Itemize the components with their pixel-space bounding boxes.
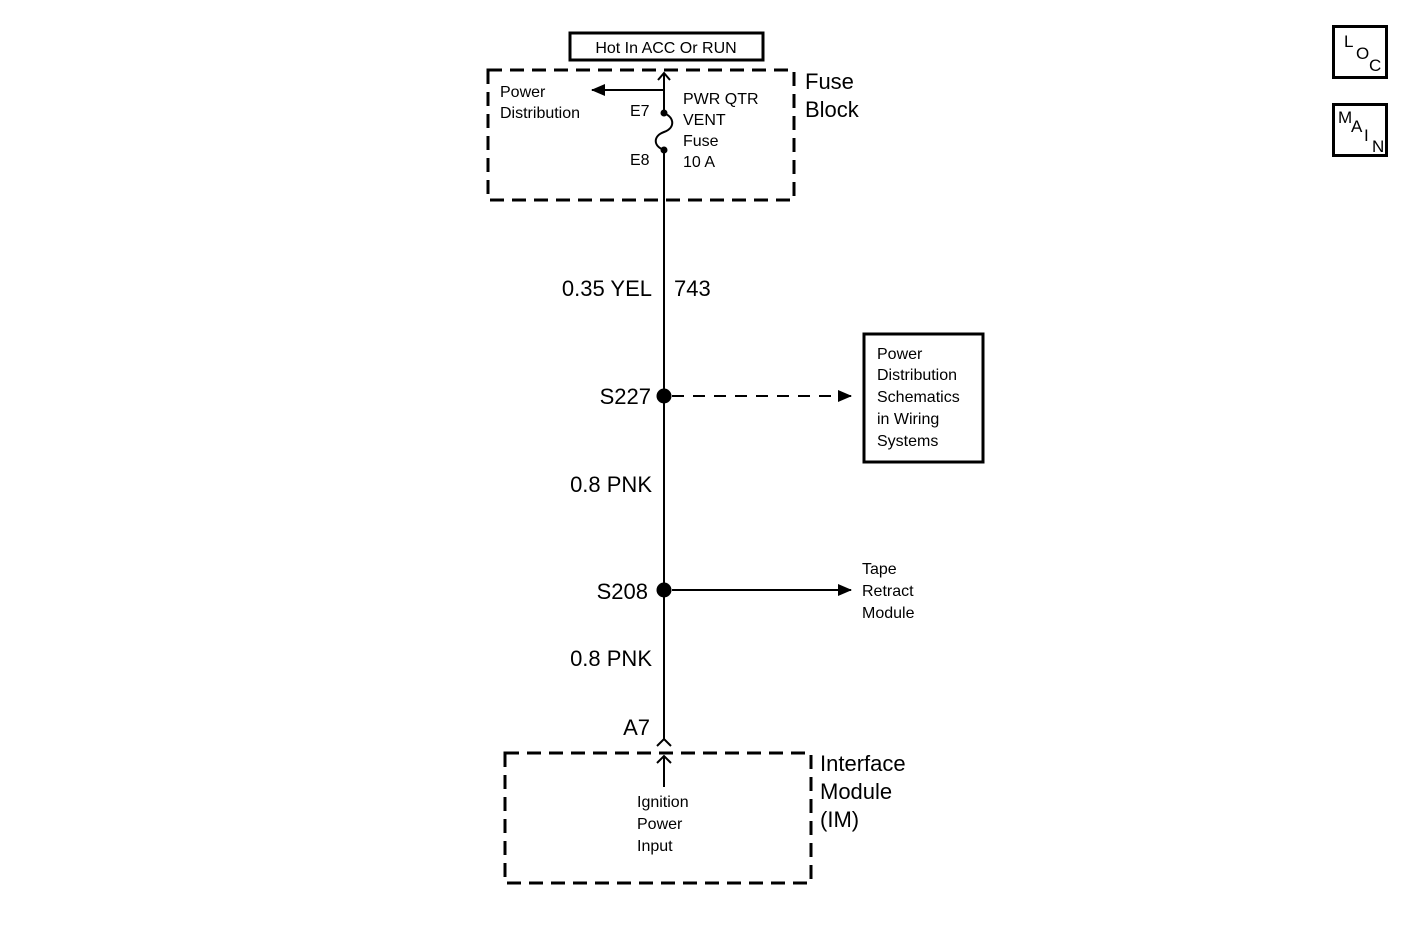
terminal-e7-label: E7 <box>630 103 650 120</box>
loc-letter-l: L <box>1344 32 1354 51</box>
wire2-spec-label: 0.8 PNK <box>570 472 652 497</box>
interface-module-title-2: Module <box>820 779 892 804</box>
fuse-name-label: PWR QTR <box>683 91 759 108</box>
interface-module-title: Interface <box>820 751 906 776</box>
interface-module-title-3: (IM) <box>820 807 859 832</box>
main-button[interactable]: M A I N <box>1332 103 1388 157</box>
loc-letter-c: C <box>1369 56 1382 75</box>
tape-retract-label: Tape <box>862 561 897 578</box>
fuse-block-title-2: Block <box>805 97 860 122</box>
loc-button[interactable]: L O C <box>1332 25 1388 79</box>
power-distribution-label: Power <box>500 84 546 101</box>
main-letter-i: I <box>1364 126 1369 145</box>
tape-retract-label-3: Module <box>862 605 915 622</box>
reference-box-text-2: Distribution <box>877 367 957 384</box>
splice-s208-label: S208 <box>597 579 648 604</box>
main-letter-n: N <box>1372 137 1385 156</box>
fuse-rating-label: 10 A <box>683 154 715 171</box>
reference-box[interactable] <box>862 332 985 464</box>
main-letter-m: M <box>1338 108 1353 127</box>
ignition-input-label-3: Input <box>637 838 673 855</box>
reference-box-text-3: Schematics <box>877 389 960 406</box>
ignition-input-label-2: Power <box>637 816 683 833</box>
power-distribution-label-2: Distribution <box>500 105 580 122</box>
wire1-circuit-label: 743 <box>674 276 711 301</box>
fuse-icon <box>654 112 674 151</box>
power-source-box <box>568 31 765 62</box>
power-source-label: Hot In ACC Or RUN <box>595 40 736 57</box>
wire3-spec-label: 0.8 PNK <box>570 646 652 671</box>
splice-s227-dot <box>656 388 672 404</box>
loc-letter-o: O <box>1356 44 1370 63</box>
ignition-input-arrow-icon <box>656 754 672 764</box>
reference-box-text-5: Systems <box>877 433 938 450</box>
terminal-e8-label: E8 <box>630 152 650 169</box>
reference-box-text-4: in Wiring <box>877 411 939 428</box>
fuse-block-title: Fuse <box>805 69 854 94</box>
splice-s208-dot <box>656 582 672 598</box>
reference-box-text: Power <box>877 346 923 363</box>
wire1-spec-label: 0.35 YEL <box>562 276 652 301</box>
splice-s227-label: S227 <box>600 384 651 409</box>
main-letter-a: A <box>1351 117 1363 136</box>
fuse-name-label-2: VENT <box>683 112 726 129</box>
connector-a7-icon <box>656 737 672 747</box>
connector-a7-label: A7 <box>623 715 650 740</box>
fuse-name-label-3: Fuse <box>683 133 719 150</box>
ignition-input-label: Ignition <box>637 794 689 811</box>
fuse-top-connector-icon <box>657 71 671 81</box>
tape-retract-label-2: Retract <box>862 583 914 600</box>
